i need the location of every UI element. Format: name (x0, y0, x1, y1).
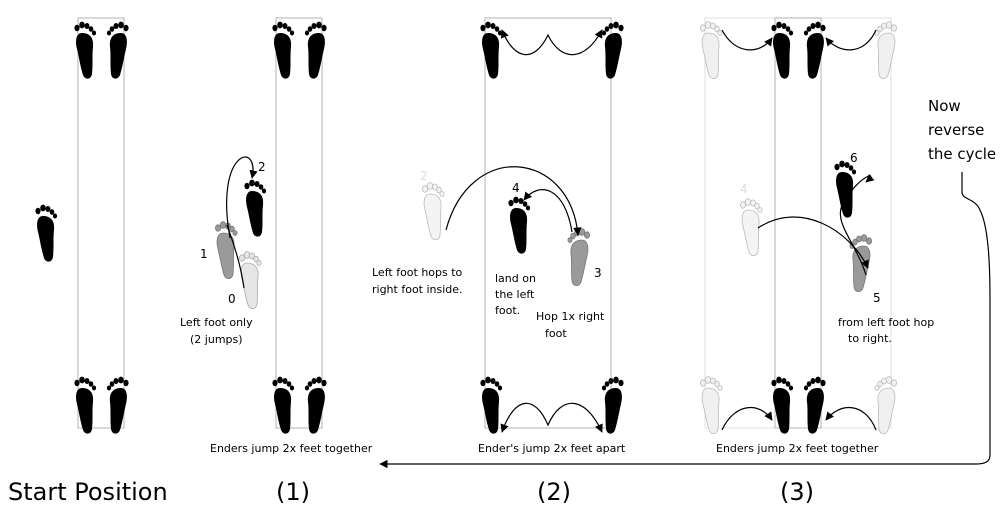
foot-step-1 (214, 221, 238, 280)
p3-step-4: 4 (740, 182, 748, 196)
p3-step-6: 6 (850, 151, 858, 165)
panel-2-caption: Ender's jump 2x feet apart (478, 442, 626, 455)
ender-feet-bottom (272, 376, 327, 434)
ender-arc-top-left (721, 29, 773, 51)
ender-feet-bottom (74, 376, 129, 434)
ender-feet-top (272, 21, 327, 79)
ender-arc-top-right (825, 29, 877, 51)
hop-arc-to-six (839, 173, 875, 276)
p1-step-0: 0 (228, 292, 236, 306)
p3-from-line1: from left foot hop (838, 316, 934, 329)
ender-feet-bottom-faded (699, 376, 898, 435)
reverse-cycle-arrow (379, 172, 991, 469)
p2-land-line1: land on (495, 272, 536, 285)
panel-2-title: (2) (537, 478, 571, 505)
p1-step-1: 1 (200, 247, 208, 261)
p2-step-4: 4 (512, 181, 520, 195)
hop-arc-right (523, 189, 573, 233)
foot-step-3 (567, 228, 591, 287)
p1-note-line1: Left foot only (180, 316, 253, 329)
panel-2 (421, 17, 624, 434)
jump-arc-1 (226, 156, 258, 239)
hop-arc-left (445, 166, 582, 236)
jumper-foot (35, 204, 58, 262)
rope-lane (484, 17, 612, 429)
p2-left-line2: right foot inside. (372, 283, 463, 296)
ender-feet-top (74, 21, 129, 79)
panel-3-title: (3) (780, 478, 814, 505)
p2-hop-line1: Hop 1x right (536, 310, 605, 323)
panel-1 (214, 17, 327, 434)
ender-feet-top-faded (699, 21, 898, 80)
p1-step-2: 2 (258, 160, 266, 174)
p3-step-5: 5 (873, 291, 881, 305)
p2-hop-line2: foot (545, 327, 567, 340)
p2-step-3: 3 (594, 266, 602, 280)
rope-lane (774, 17, 822, 429)
ender-arc-bottom-right (825, 406, 877, 431)
p1-note-line2: (2 jumps) (190, 333, 243, 346)
foot-step-2-ghost (421, 182, 445, 241)
ender-feet-bottom (771, 376, 826, 434)
jump-arc-0 (226, 224, 245, 289)
foot-step-2 (244, 179, 267, 237)
hop-arc-from-left (757, 216, 869, 269)
foot-step-4 (508, 196, 531, 254)
p2-step-2: 2 (420, 169, 428, 183)
ender-feet-top (771, 21, 826, 79)
panel-3 (699, 17, 898, 435)
rope-lane (77, 17, 125, 429)
side-note-line2: reverse (928, 121, 984, 139)
p3-from-line2: to right. (848, 332, 892, 345)
panel-start (35, 17, 129, 434)
side-note-line1: Now (928, 97, 961, 115)
ender-feet-bottom (480, 376, 624, 434)
side-note-line3: the cycle (928, 145, 996, 163)
panel-1-caption: Enders jump 2x feet together (210, 442, 373, 455)
p2-land-line3: foot. (495, 304, 520, 317)
ender-arc-top (500, 29, 603, 56)
panel-1-title: (1) (276, 478, 310, 505)
rope-lane-faded (704, 17, 892, 429)
start-position-title: Start Position (8, 478, 168, 505)
foot-step-5 (849, 234, 873, 293)
p2-land-line2: the left (495, 288, 535, 301)
p2-left-line1: Left foot hops to (372, 266, 463, 279)
ender-arc-bottom-left (721, 406, 773, 431)
ender-arc-bottom (500, 402, 603, 433)
panel-3-caption: Enders jump 2x feet together (716, 442, 879, 455)
rope-lane (275, 17, 323, 429)
